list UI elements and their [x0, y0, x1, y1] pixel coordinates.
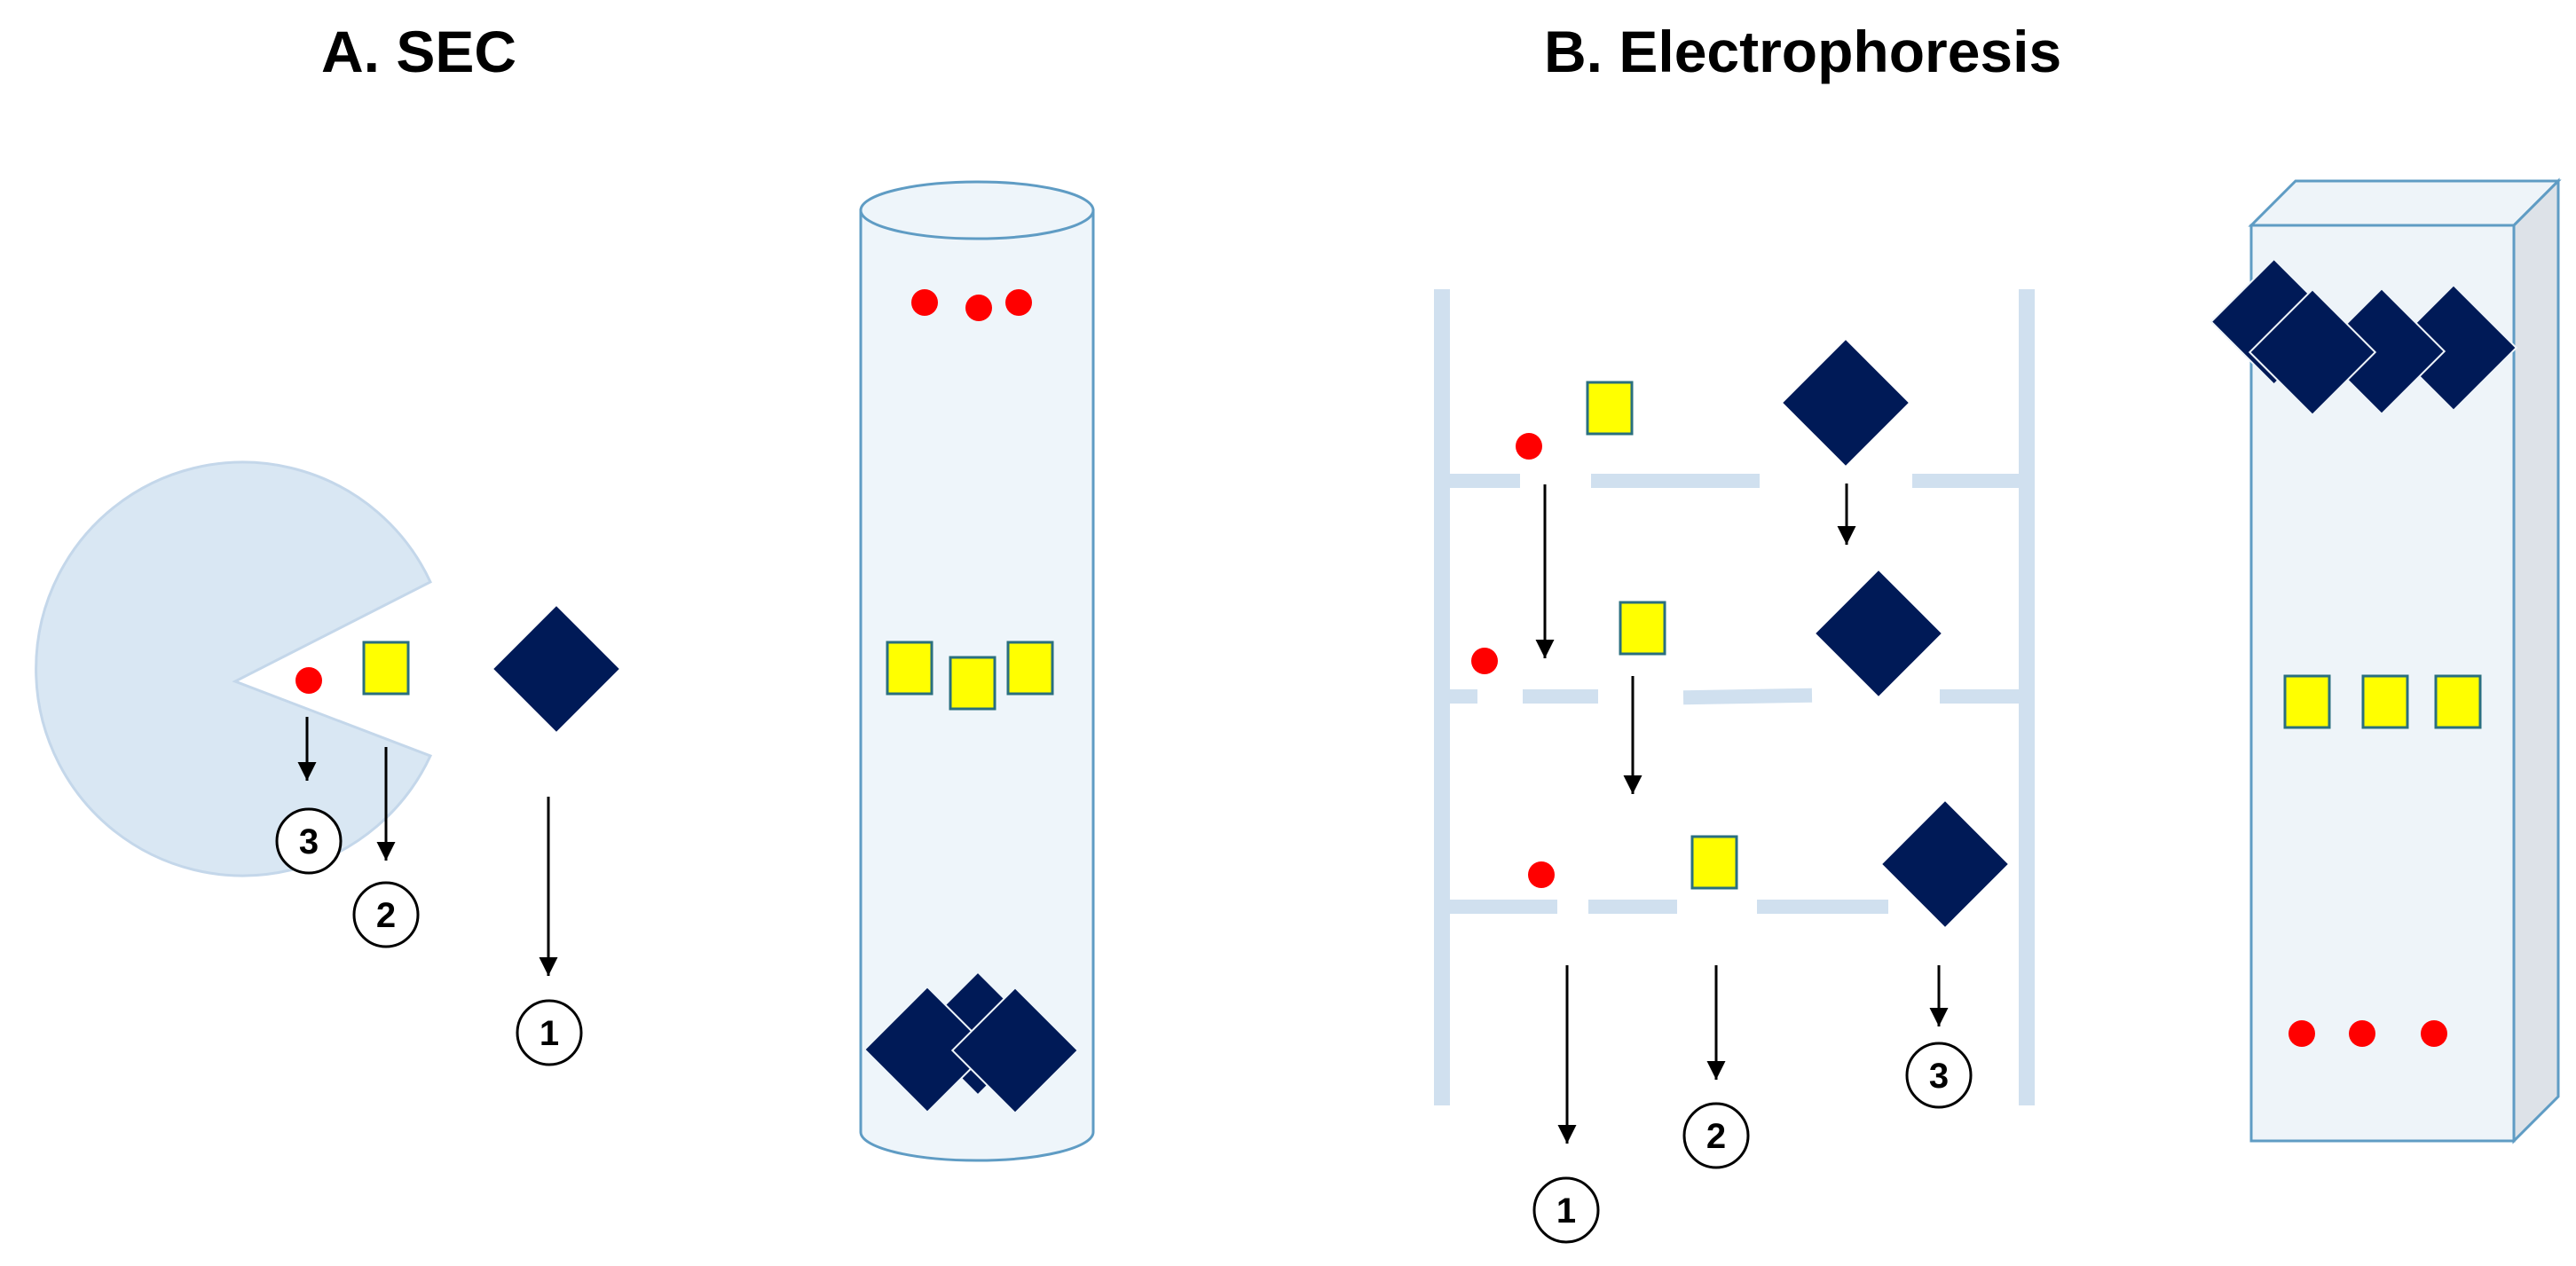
small-molecule: [911, 289, 938, 316]
order-badge-3: 3: [275, 807, 343, 875]
medium-molecule: [2361, 674, 2409, 729]
large-molecule: [1816, 570, 1942, 696]
order-badge-2: 2: [1682, 1102, 1750, 1169]
order-badge-3-label: 3: [299, 822, 319, 861]
medium-molecule: [362, 641, 410, 696]
large-molecule: [863, 985, 992, 1114]
column-top: [859, 180, 1095, 240]
gel-mesh-segment: [1591, 474, 1760, 488]
gel-mesh-segment: [1757, 900, 1888, 914]
medium-molecule: [1006, 641, 1054, 696]
order-badge-1: 1: [516, 999, 583, 1066]
gel-mesh-segment: [1442, 900, 1557, 914]
large-molecule: [1783, 340, 1909, 466]
gel-mesh-segment: [1442, 474, 1520, 488]
sec-panel: 3 2 1: [35, 180, 1095, 1162]
gel-mesh-segment: [1523, 689, 1598, 704]
medium-molecule: [2434, 674, 2482, 729]
gel-mesh-segment: [1682, 688, 1813, 705]
gel-mesh-segment: [1442, 689, 1477, 704]
electrophoresis-panel-title: B. Electrophoresis: [1544, 19, 2062, 84]
small-molecule: [295, 667, 322, 694]
electrophoresis-panel: 3 2 1: [1434, 177, 2562, 1244]
order-badge-1: 1: [1532, 1176, 1600, 1244]
large-molecule: [950, 986, 1080, 1115]
large-molecule: [1882, 801, 2008, 927]
small-molecule: [2349, 1020, 2375, 1047]
gel-mesh-segment: [1912, 474, 2026, 488]
order-badge-2: 2: [352, 881, 420, 948]
large-molecule: [2248, 287, 2377, 417]
small-molecule: [1528, 861, 1555, 888]
order-badge-2-label: 2: [376, 896, 396, 935]
gel-slab-top: [2248, 179, 2562, 227]
small-molecule: [2421, 1020, 2447, 1047]
order-badge-1-label: 1: [1556, 1191, 1576, 1231]
order-badge-1-label: 1: [540, 1014, 559, 1053]
small-molecule: [1005, 289, 1032, 316]
small-molecule: [1516, 433, 1542, 460]
gel-mesh-segment: [1588, 900, 1677, 914]
order-badge-2-label: 2: [1706, 1117, 1726, 1156]
medium-molecule: [886, 641, 934, 696]
small-molecule: [965, 295, 992, 321]
large-molecule: [2317, 287, 2446, 416]
order-badge-3: 3: [1905, 1042, 1973, 1109]
gel-mesh-segment: [1940, 689, 2026, 704]
large-molecule: [2389, 283, 2518, 413]
order-badge-3-label: 3: [1929, 1057, 1949, 1096]
gel-slab-side: [2512, 177, 2560, 1144]
medium-molecule: [2283, 674, 2331, 729]
gel-mesh-right-rail: [2019, 289, 2035, 1105]
small-molecule: [2288, 1020, 2315, 1047]
medium-molecule: [1690, 835, 1738, 890]
sec-panel-title: A. SEC: [321, 19, 517, 84]
medium-molecule: [1619, 601, 1666, 656]
large-molecule: [493, 606, 619, 732]
medium-molecule: [949, 656, 997, 711]
medium-molecule: [1586, 381, 1634, 436]
small-molecule: [1471, 648, 1498, 674]
